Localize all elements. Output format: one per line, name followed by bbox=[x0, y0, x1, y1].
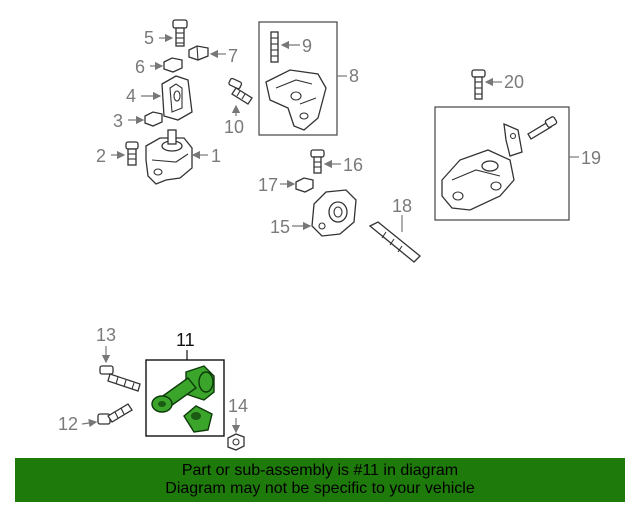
callout-5: 5 bbox=[144, 28, 154, 48]
part-19-mount[interactable] bbox=[441, 116, 558, 211]
part-11-torque-rod[interactable] bbox=[151, 365, 215, 433]
assembly-box-8 bbox=[258, 21, 338, 136]
part-2-bolt[interactable] bbox=[125, 141, 139, 166]
part-10-bolt[interactable] bbox=[228, 77, 253, 105]
callout-14: 14 bbox=[228, 396, 248, 416]
part-9-stud[interactable] bbox=[270, 31, 279, 63]
assembly-box-19 bbox=[434, 106, 570, 221]
part-17-nut[interactable] bbox=[295, 177, 314, 193]
info-banner: Part or sub-assembly is #11 in diagram D… bbox=[15, 458, 625, 502]
part-3-nut[interactable] bbox=[144, 111, 163, 127]
callout-1: 1 bbox=[211, 146, 221, 166]
part-6-nut[interactable] bbox=[163, 57, 183, 73]
callout-18: 18 bbox=[392, 196, 412, 216]
banner-line-2: Diagram may not be specific to your vehi… bbox=[165, 480, 475, 497]
part-1-mount[interactable] bbox=[145, 129, 193, 185]
part-7-nut[interactable] bbox=[188, 45, 209, 61]
callout-12: 12 bbox=[58, 414, 78, 434]
callout-13: 13 bbox=[96, 325, 116, 345]
callout-2: 2 bbox=[96, 146, 106, 166]
callout-4: 4 bbox=[126, 86, 136, 106]
banner-line-1: Part or sub-assembly is #11 in diagram bbox=[181, 462, 459, 479]
part-8-bracket[interactable] bbox=[265, 69, 327, 131]
callout-17: 17 bbox=[258, 175, 278, 195]
part-4-bracket[interactable] bbox=[161, 75, 193, 121]
callout-16: 16 bbox=[343, 155, 363, 175]
part-20-bolt[interactable] bbox=[471, 69, 486, 100]
callout-15: 15 bbox=[270, 217, 290, 237]
part-15-mount[interactable] bbox=[311, 189, 357, 237]
part-12-bolt[interactable] bbox=[97, 403, 133, 425]
callout-7: 7 bbox=[228, 46, 238, 66]
part-16-bolt[interactable] bbox=[310, 149, 325, 174]
part-5-bolt[interactable] bbox=[172, 19, 188, 47]
assembly-box-11 bbox=[145, 359, 225, 437]
callout-20: 20 bbox=[504, 72, 524, 92]
callout-11: 11 bbox=[176, 330, 195, 350]
part-18-bolt[interactable] bbox=[368, 221, 421, 263]
callout-3: 3 bbox=[113, 111, 123, 131]
callout-9: 9 bbox=[302, 36, 312, 56]
callout-19: 19 bbox=[581, 148, 601, 168]
callout-6: 6 bbox=[135, 57, 145, 77]
part-14-nut[interactable] bbox=[227, 433, 245, 451]
callout-10: 10 bbox=[224, 117, 244, 137]
callout-8: 8 bbox=[349, 66, 359, 86]
part-13-bolt[interactable] bbox=[99, 365, 141, 392]
